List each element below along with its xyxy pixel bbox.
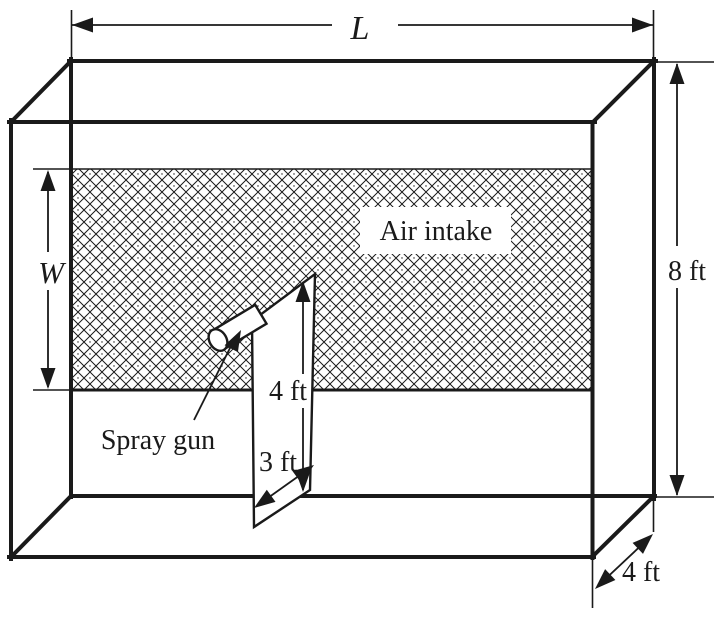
arrowhead-left-icon [72,17,93,33]
air-intake-label: Air intake [380,216,493,247]
spray-gun-nozzle [207,328,229,352]
gun-distance-label: 3 ft [259,447,297,478]
arrowhead-up-icon [669,63,685,84]
intake-width-label: W [38,255,67,290]
air-intake-label-box [360,207,511,254]
booth-outline [7,57,658,561]
bottom-right-diagonal [589,494,656,560]
length-label: L [350,10,370,47]
dim-gun-height: 4 ft [269,281,311,492]
spray-gun-leader-line [193,343,233,421]
arrowhead-downleft-icon [595,569,616,589]
arrowhead-up-icon [295,281,311,302]
arrowhead-down-icon [669,475,685,496]
dim-booth-depth: 4 ft [591,499,660,608]
top-left-diagonal [8,58,74,125]
arrowhead-upright-icon [632,534,653,554]
arrowhead-down-icon [40,368,56,389]
dim-length: L [70,10,655,59]
top-right-diagonal [590,58,657,125]
air-intake-panel: Air intake [33,168,592,392]
air-intake-hatch [73,169,592,390]
spray-gun-callout: Spray gun [101,330,241,456]
arrowhead-upright-icon [292,465,314,484]
spray-gun [207,303,269,352]
arrowhead-upright-icon [224,330,241,353]
dim-gun-distance: 3 ft [254,447,314,508]
gun-height-label: 4 ft [269,376,307,407]
arrowhead-up-icon [40,170,56,191]
height-label: 8 ft [668,256,706,287]
dim-intake-width: W [38,170,67,389]
bottom-left-diagonal [8,493,74,560]
reference-plane-shape [250,271,317,530]
spray-gun-label: Spray gun [101,425,215,456]
booth-depth-label: 4 ft [622,557,660,588]
arrowhead-downleft-icon [254,489,276,508]
reference-plane [250,271,317,530]
dim-height: 8 ft [655,61,714,498]
arrowhead-right-icon [632,17,653,33]
